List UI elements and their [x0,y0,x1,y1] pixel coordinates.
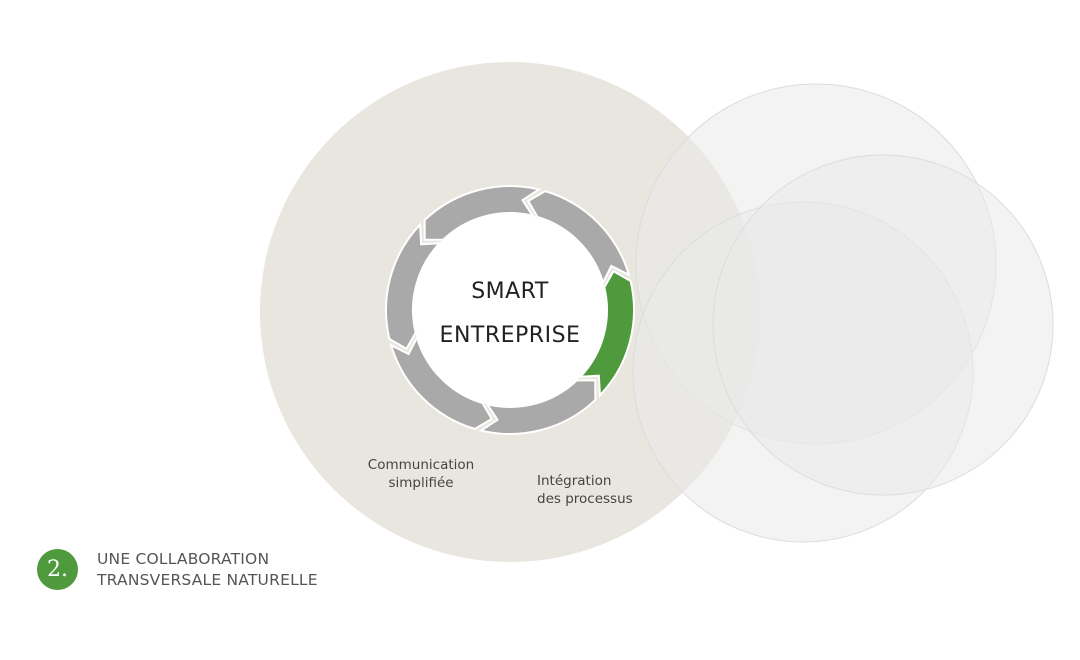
section-title: UNE COLLABORATION TRANSVERSALE NATURELLE [97,549,318,591]
section-title-line2: TRANSVERSALE NATURELLE [97,571,318,589]
section-number-badge: 2. [37,549,78,590]
label-integration-line2: des processus [537,491,633,507]
section-title-line1: UNE COLLABORATION [97,550,270,568]
label-integration-line1: Intégration [537,473,612,489]
label-integration: Intégration des processus [537,472,633,508]
label-communication-line1: Communication [367,457,475,473]
label-communication: Communication simplifiée [363,456,479,492]
label-communication-line2: simplifiée [388,475,454,491]
center-circle [413,213,607,407]
ghost-circle-right [712,154,1054,496]
center-title-line2: ENTREPRISE [439,323,581,348]
center-title-line1: SMART [471,279,549,304]
